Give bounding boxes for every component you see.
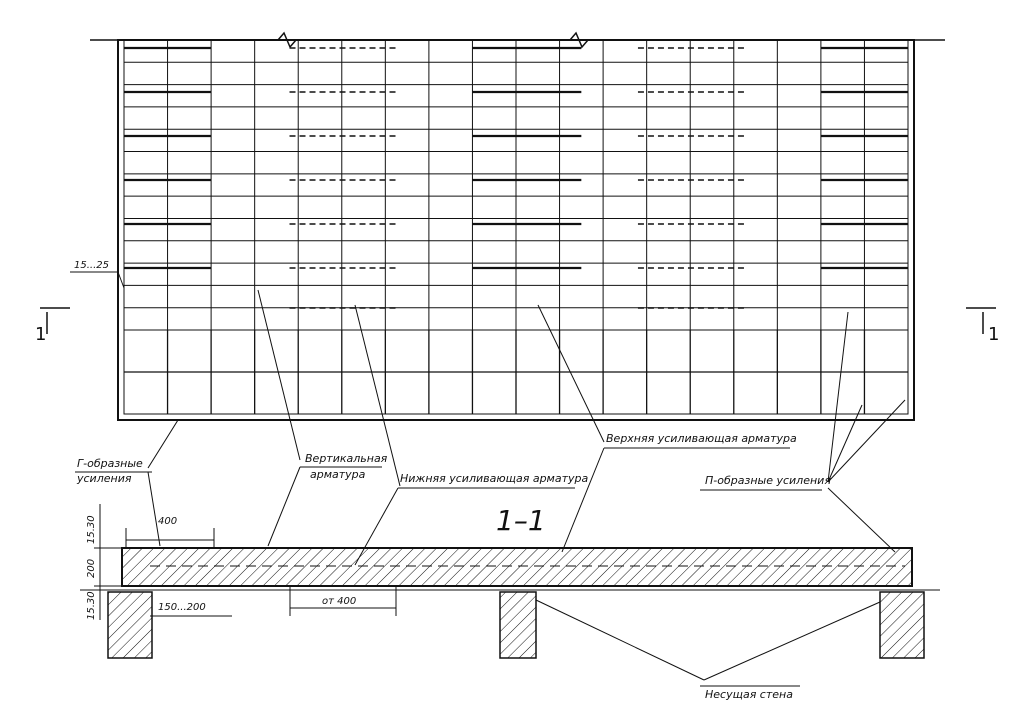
dim-150-200: 150...200 — [158, 602, 206, 613]
section-label-left: 1 — [35, 324, 46, 345]
lower-reinforcement-dashes — [289, 47, 747, 309]
dim-15-30-bot: 15.30 — [86, 591, 97, 620]
section-label-right: 1 — [988, 324, 999, 345]
label-vertical-1: Вертикальная — [305, 452, 388, 465]
plan-lower-mesh — [124, 330, 908, 414]
label-g-shaped-1: Г-образные — [77, 457, 143, 470]
reinforcement-bars — [124, 46, 908, 270]
section-slab — [121, 547, 913, 587]
plan-mesh-grid — [124, 40, 908, 331]
section-title: 1–1 — [496, 504, 546, 537]
label-p-shaped: П-образные усиления — [705, 474, 831, 487]
dim-15-30-top: 15.30 — [86, 515, 97, 544]
leader-lines — [147, 289, 906, 553]
wall-leaders — [535, 599, 881, 687]
label-lower-reinforcement: Нижняя усиливающая арматура — [400, 472, 589, 485]
section-mark-right — [966, 307, 996, 334]
dim-200: 200 — [86, 559, 97, 578]
bearing-walls — [80, 589, 940, 659]
dim-from-400: от 400 — [322, 596, 356, 607]
label-upper-reinforcement: Верхняя усиливающая арматура — [606, 432, 797, 445]
dim-400: 400 — [158, 516, 177, 527]
section-mark-left — [40, 307, 70, 334]
section-dimensions — [94, 504, 397, 620]
label-bearing-wall: Несущая стена — [705, 688, 793, 701]
label-g-shaped-2: усиления — [76, 472, 132, 485]
label-vertical-2: арматура — [310, 468, 366, 481]
dim-15-25-label: 15...25 — [74, 260, 109, 271]
